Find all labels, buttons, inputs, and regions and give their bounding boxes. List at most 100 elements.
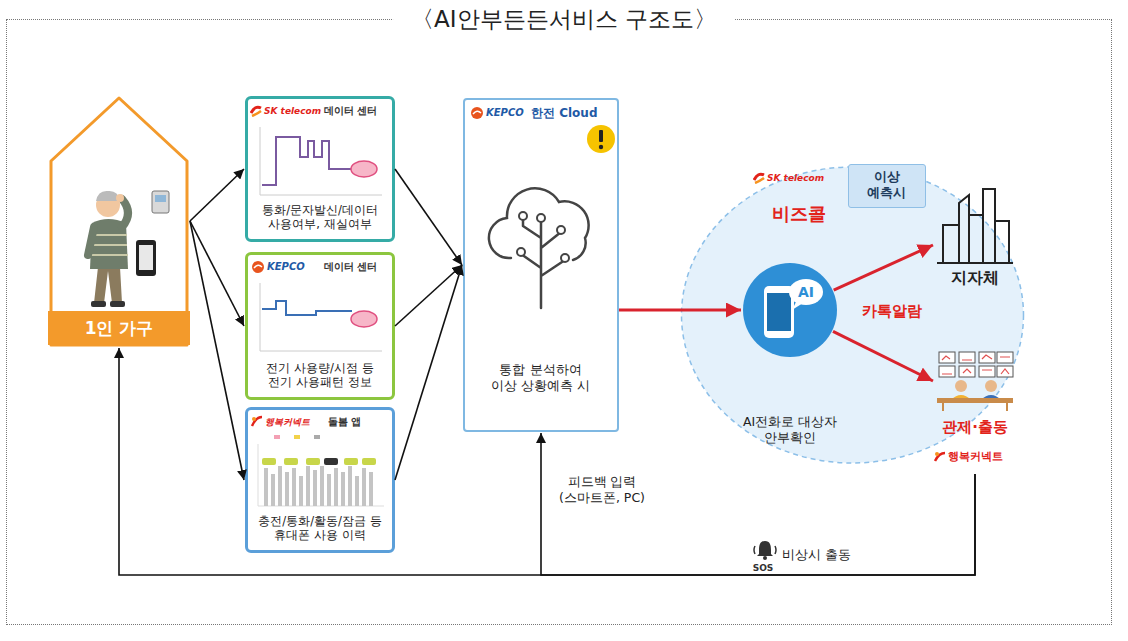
shape-path — [252, 417, 262, 426]
shape-path — [792, 300, 803, 310]
box-body: 전기 사용량/시점 등 전기 사용패턴 정보 — [261, 361, 379, 390]
company-logo: SK telecom — [767, 171, 837, 185]
shape-rect — [299, 476, 303, 506]
shape-rect — [362, 468, 366, 506]
shape-rect — [324, 458, 338, 465]
shape-rect — [979, 352, 995, 363]
shape-circle — [587, 125, 615, 153]
shape-rect — [341, 472, 345, 506]
shape-rect — [139, 245, 153, 270]
shape-path — [935, 453, 945, 461]
box-body: 통합 분석하여 이상 상황예측 시 — [488, 362, 593, 395]
company-logo: KEPCO — [486, 106, 532, 120]
shape-rect — [262, 458, 276, 465]
care-logo-mark — [934, 451, 946, 463]
shape-path — [91, 235, 128, 255]
shape-circle — [985, 380, 997, 392]
shape-rect — [327, 474, 331, 506]
ai-call-text: AI전화로 대상자 안부확인 — [735, 414, 845, 445]
shape-rect — [264, 468, 268, 506]
edge-label: 피드백 입력 (스마트폰, PC) — [556, 474, 648, 505]
diagram-title: 〈AI안부든든서비스 구조도〉 — [393, 3, 735, 35]
control-center-icon — [935, 350, 1015, 412]
cloud-ai-icon — [481, 158, 601, 328]
data-center-box: KEPCO데이터 센터전기 사용량/시점 등 전기 사용패턴 정보 — [245, 252, 395, 400]
shape-rect — [599, 130, 603, 142]
shape-rect — [937, 398, 1013, 403]
shape-ellipse — [351, 311, 377, 327]
house-label: 1인 가구 — [48, 311, 190, 345]
house-node: 1인 가구 — [48, 95, 190, 347]
bell-clapper — [763, 556, 767, 560]
condition-box: 이상 예측시 — [848, 164, 926, 208]
shape-path — [260, 127, 382, 195]
kepco-logo-mark — [251, 260, 265, 274]
shape-circle — [955, 380, 967, 392]
care-app-box: 행복커넥트돌봄 앱충전/통화/활동/잠금 등 휴대폰 사용 이력 — [245, 407, 395, 553]
phone-usage-chart — [254, 432, 386, 510]
shape-rect — [306, 458, 320, 465]
power-chart — [254, 279, 386, 357]
shape-rect — [285, 472, 289, 506]
shape-rect — [313, 470, 317, 506]
shape-path — [260, 283, 382, 351]
ai-phone-circle — [742, 262, 838, 358]
shape-circle — [537, 214, 545, 222]
shape-circle — [116, 194, 124, 202]
shape-rect — [271, 474, 275, 506]
shape-rect — [278, 466, 282, 506]
shape-rect — [274, 435, 280, 439]
sk-logo-mark — [753, 172, 765, 184]
shape-rect — [292, 468, 296, 506]
shape-rect — [959, 366, 975, 377]
shape-path — [252, 111, 261, 116]
shape-circle — [471, 107, 483, 119]
shape-circle — [252, 261, 264, 273]
bell-waves — [754, 546, 776, 554]
bell-body — [757, 541, 773, 556]
sk-logo-mark — [250, 105, 262, 117]
shape-polygon — [51, 98, 187, 345]
box-header: 한전 Cloud — [531, 105, 611, 121]
shape-rect — [939, 366, 955, 377]
shape-rect — [306, 466, 310, 506]
shape-rect — [979, 366, 995, 377]
shape-path — [88, 227, 94, 255]
kepco-logo-mark — [470, 106, 484, 120]
service-ellipse: SK telecom비즈콜이상 예측시 AIAI전화로 대상자 안부확인 지자체… — [680, 165, 1025, 465]
shape-path — [122, 199, 128, 227]
edge-label: 비상시 출동 — [782, 547, 882, 563]
box-header: 데이터 센터 — [324, 104, 390, 118]
shape-polyline — [262, 301, 352, 315]
flow-arrow — [395, 169, 462, 265]
ai-call-node: AIAI전화로 대상자 안부확인 — [735, 262, 845, 452]
box-header: 데이터 센터 — [324, 260, 390, 274]
shape-rect — [362, 458, 376, 465]
shape-path — [521, 218, 565, 308]
flow-arrow — [190, 221, 244, 326]
shape-path — [943, 403, 1007, 411]
box-header: 돌봄 앱 — [328, 415, 388, 429]
shape-rect — [767, 293, 791, 331]
house-illustration — [48, 95, 190, 347]
shape-path — [489, 188, 589, 260]
shape-rect — [344, 458, 358, 465]
control-label: 관제·출동 — [930, 418, 1020, 437]
city-node: 지자체 — [930, 180, 1020, 292]
shape-path — [254, 265, 262, 268]
company-logo: SK telecom — [264, 104, 324, 118]
box-body: 충전/통화/활동/잠금 등 휴대폰 사용 이력 — [252, 514, 388, 543]
flow-arrow — [190, 221, 244, 480]
flow-arrow — [395, 265, 462, 480]
shape-ellipse — [682, 167, 1024, 463]
shape-path — [942, 355, 1010, 374]
box-body: 통화/문자발신/데이터 사용여부, 재실여부 — [252, 203, 388, 232]
shape-rect — [320, 466, 324, 506]
control-node: 관제·출동행복커넥트 — [930, 350, 1020, 474]
shape-path — [937, 189, 1013, 263]
shape-circle — [561, 254, 569, 262]
alert-label: 카톡알람 — [862, 302, 942, 321]
sos-label: SOS — [748, 563, 778, 574]
shape-rect — [334, 468, 338, 506]
